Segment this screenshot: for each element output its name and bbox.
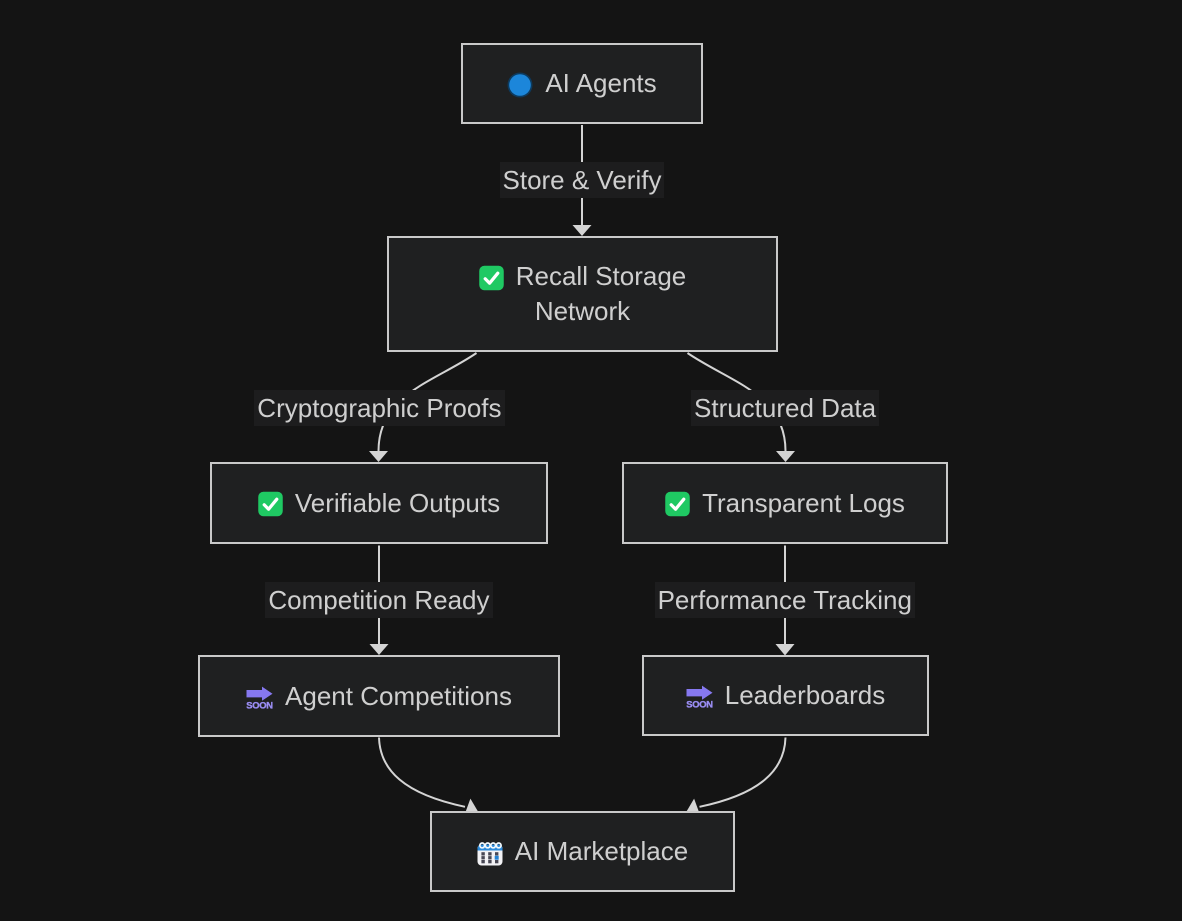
svg-text:SOON: SOON <box>246 699 273 708</box>
svg-text:SOON: SOON <box>686 699 713 708</box>
